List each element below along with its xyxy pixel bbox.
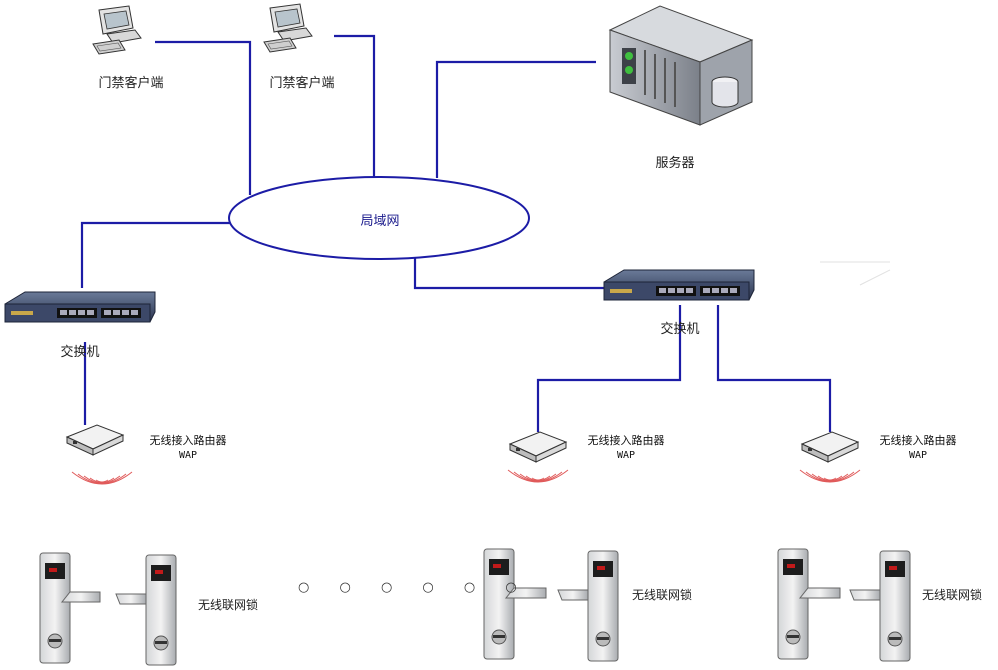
link-server-lan: [435, 60, 596, 178]
switch-icon: [603, 269, 755, 301]
lock-label: 无线联网锁: [198, 598, 259, 612]
wap-router-icon: [801, 431, 859, 463]
lock-label: 无线联网锁: [632, 588, 693, 602]
wap-label: 无线接入路由器 WAP: [150, 433, 227, 463]
lan-label: 局域网: [360, 214, 400, 229]
wap-label: 无线接入路由器 WAP: [880, 433, 957, 463]
lan-cloud: [228, 176, 530, 260]
network-links: [80, 34, 832, 432]
link-client2-lan: [334, 34, 376, 178]
switch-label: 交换机: [660, 322, 700, 337]
client-label: 门禁客户端: [98, 76, 164, 91]
lock-icon: [483, 548, 547, 660]
lock-icon: [115, 554, 177, 666]
wap-name: 无线接入路由器: [879, 434, 957, 447]
wireless-signal-icon: [507, 469, 569, 483]
wap-router-icon: [509, 431, 567, 463]
link-lan-switch2: [413, 258, 604, 290]
lock-label: 无线联网锁: [922, 588, 983, 602]
server-label: 服务器: [655, 156, 695, 171]
server-icon: [608, 5, 754, 126]
lock-icon: [39, 552, 101, 664]
wap-sub: WAP: [908, 450, 928, 461]
link-switch2-wap2: [536, 305, 682, 432]
link-switch2-wap3: [716, 305, 832, 432]
client-computer-icon: [263, 3, 313, 53]
wireless-signal-icon: [71, 471, 133, 485]
lock-icon: [777, 548, 841, 660]
link-client1-lan: [155, 40, 252, 195]
lock-icon: [849, 550, 911, 662]
wap-label: 无线接入路由器 WAP: [588, 433, 665, 463]
switch-label: 交换机: [60, 345, 100, 360]
link-lan-switch1: [80, 221, 230, 288]
switch-icon: [4, 291, 156, 323]
client-label: 门禁客户端: [269, 76, 335, 91]
wap-name: 无线接入路由器: [587, 434, 665, 447]
wap-sub: WAP: [178, 450, 198, 461]
wireless-signal-icon: [799, 469, 861, 483]
wap-name: 无线接入路由器: [149, 434, 227, 447]
wap-sub: WAP: [616, 450, 636, 461]
client-computer-icon: [92, 5, 142, 55]
ellipsis-dots: ○ ○ ○ ○ ○ ○: [298, 580, 530, 595]
lock-icon: [557, 550, 619, 662]
wap-router-icon: [66, 424, 124, 456]
